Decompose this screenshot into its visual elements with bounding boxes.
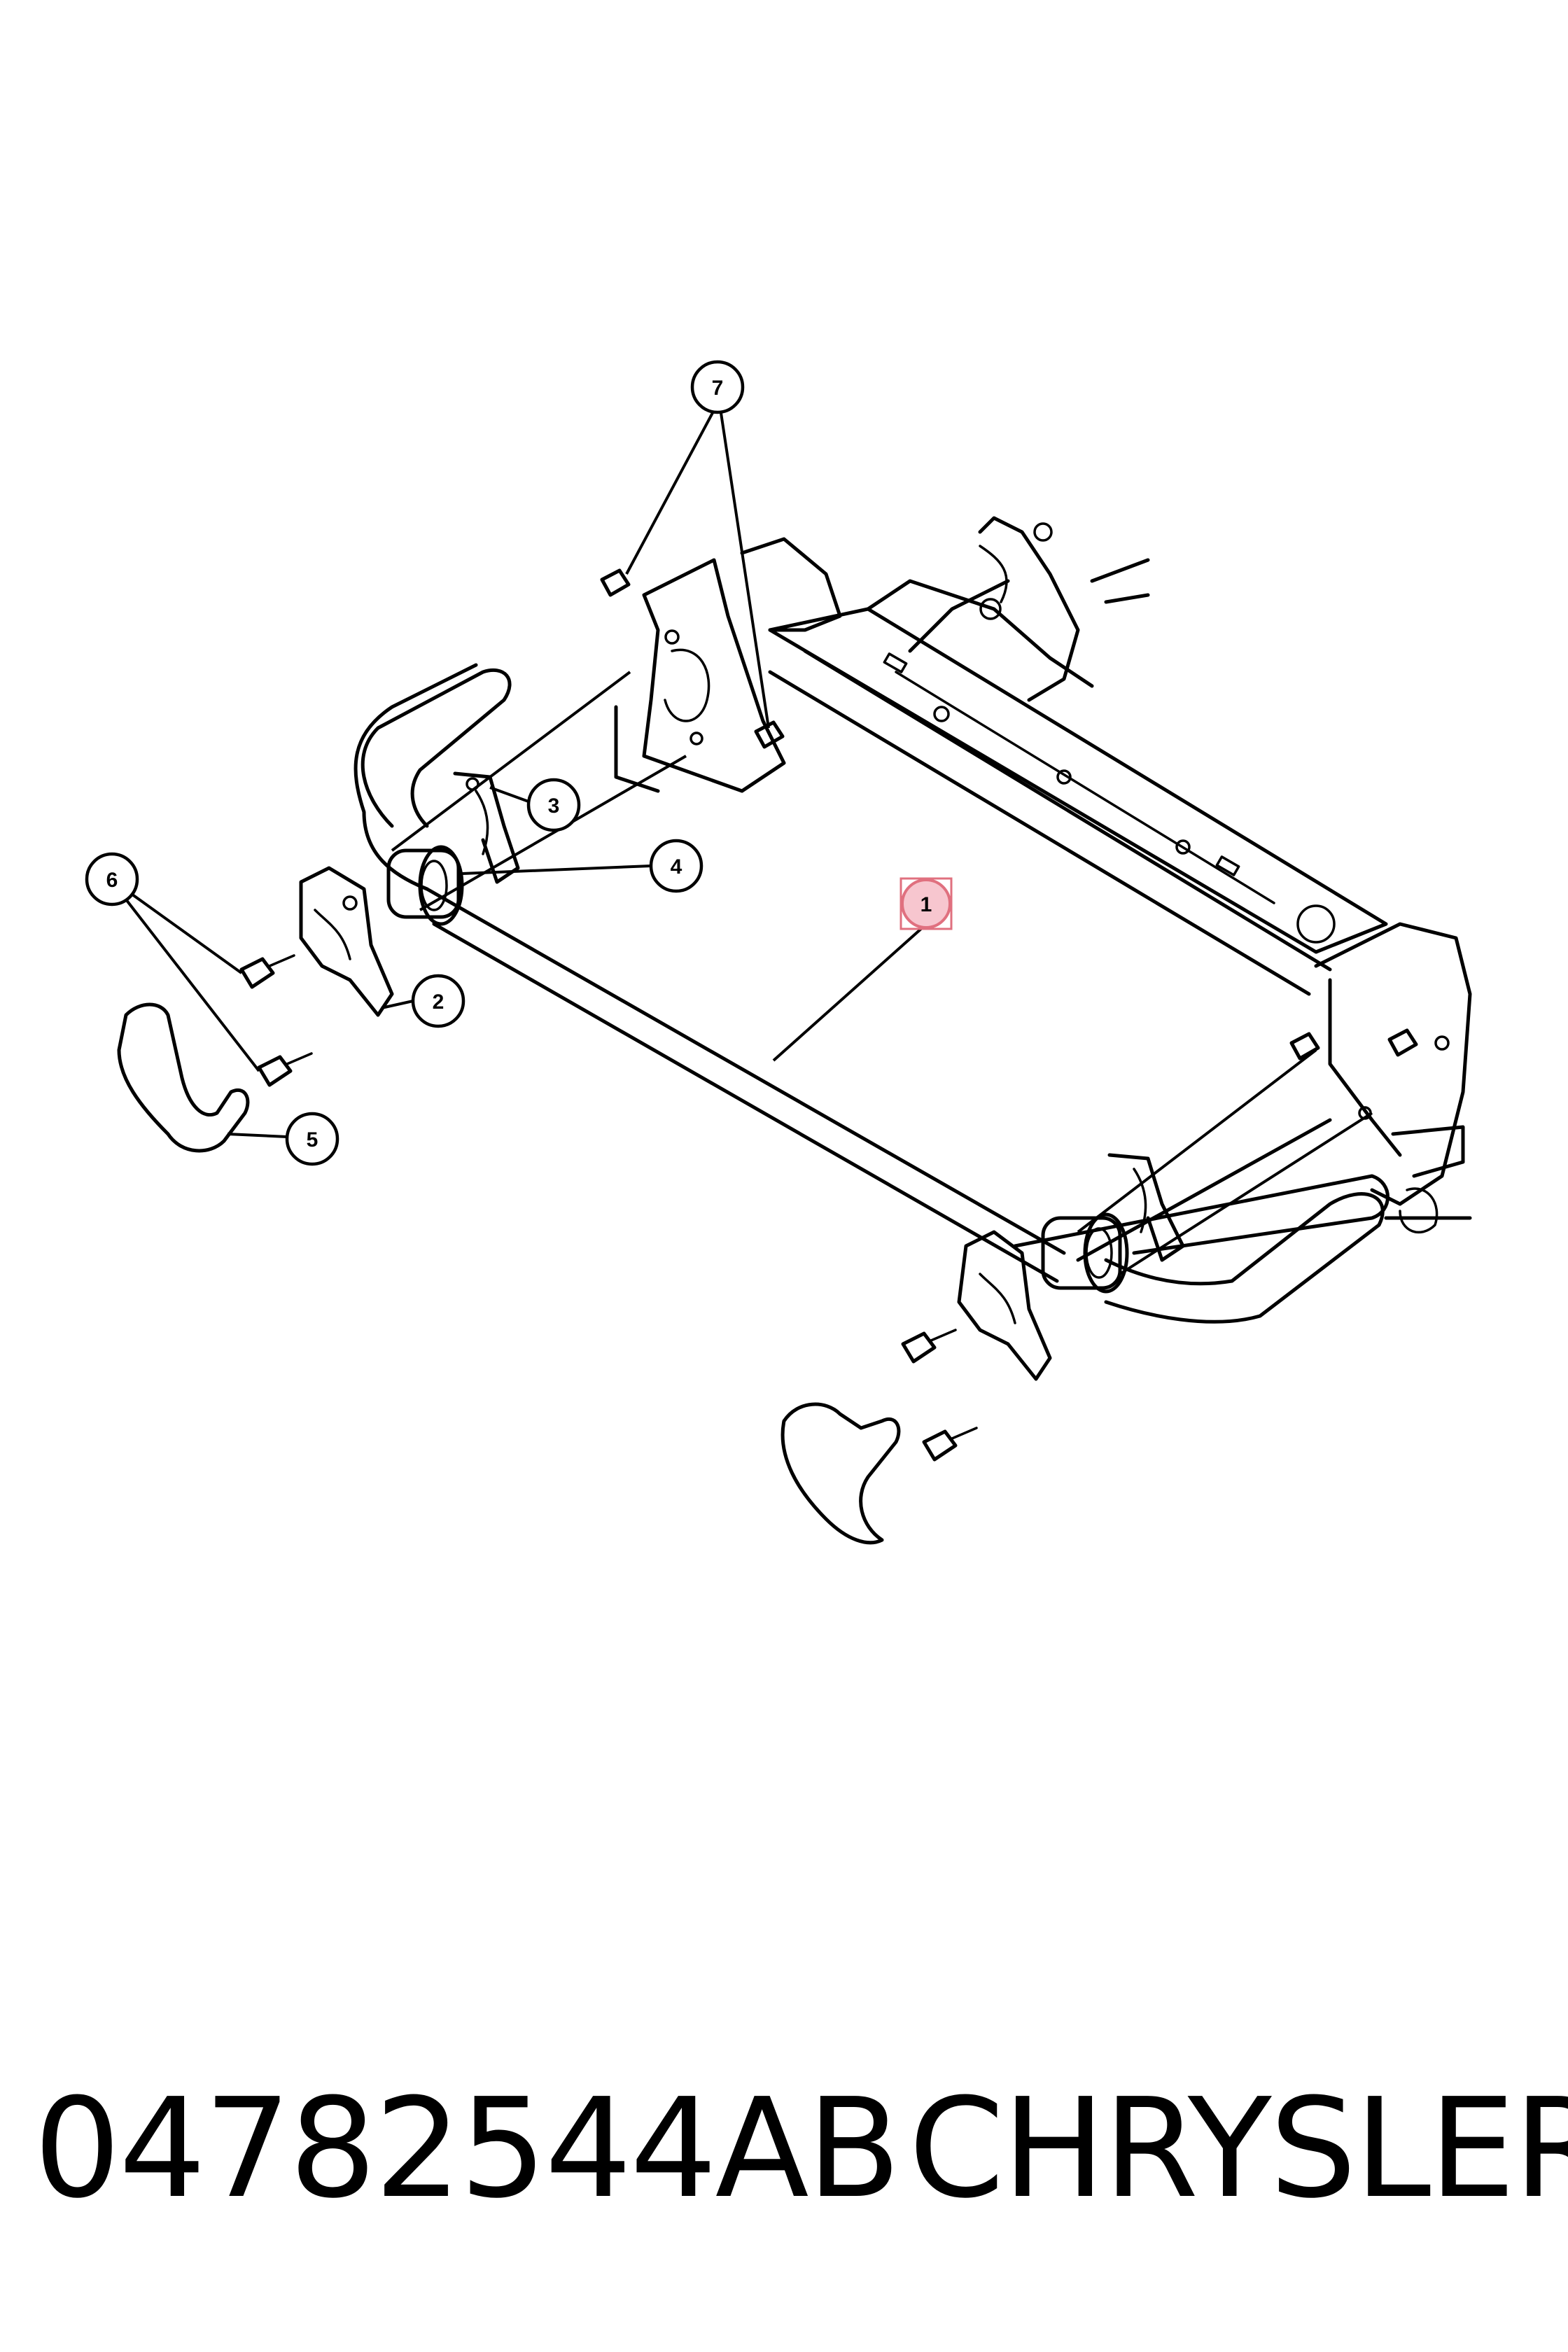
stabilizer-bar xyxy=(354,663,1385,1324)
right-bolts xyxy=(901,1329,978,1462)
part-number: 04782544AB xyxy=(34,2069,901,2229)
callout-1-label: 1 xyxy=(920,893,932,916)
left-bolts xyxy=(239,954,313,1087)
callout-1: 1 xyxy=(772,877,953,1062)
callout-6-label: 6 xyxy=(106,869,118,892)
right-bushing-retainer-upper xyxy=(1107,1153,1185,1262)
callout-2-label: 2 xyxy=(433,990,444,1014)
left-stabilizer-bushing xyxy=(386,845,464,926)
assembly-guide-lines xyxy=(391,671,1373,1275)
caption: 04782544ABCHRYSLER xyxy=(34,2068,1568,2230)
left-bushing-bracket xyxy=(299,866,394,1017)
right-stabilizer-bushing xyxy=(1041,1212,1129,1294)
callout-6: 6 xyxy=(85,852,260,1072)
callout-5: 5 xyxy=(227,1112,340,1166)
right-splash-shield xyxy=(780,1402,901,1545)
callout-4: 4 xyxy=(461,839,704,893)
callout-2: 2 xyxy=(381,974,465,1028)
callout-3: 3 xyxy=(489,778,581,832)
brand-name: CHRYSLER xyxy=(909,2069,1568,2229)
callout-7: 7 xyxy=(625,360,770,729)
left-splash-shield xyxy=(117,1002,250,1153)
right-bushing-bracket xyxy=(957,1230,1052,1381)
callout-4-label: 4 xyxy=(671,855,682,878)
callout-3-label: 3 xyxy=(548,794,560,818)
left-bushing-retainer-upper xyxy=(453,771,520,884)
front-crossmember xyxy=(614,516,1472,1262)
callout-7-label: 7 xyxy=(712,377,724,400)
callout-5-label: 5 xyxy=(307,1128,318,1152)
